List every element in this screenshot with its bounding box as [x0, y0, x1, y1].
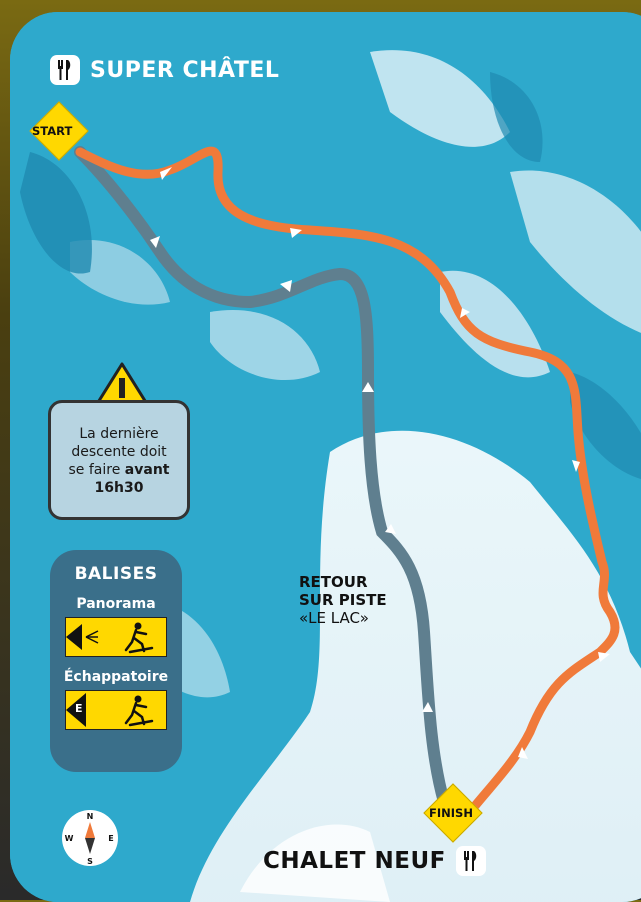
- warning-line3-pre: se faire: [68, 462, 125, 478]
- warning-time: 16h30: [94, 480, 144, 496]
- compass-n: N: [87, 812, 94, 821]
- compass-s: S: [87, 857, 93, 866]
- warning-line4: 16h30: [51, 479, 187, 497]
- super-chatel-poi: SUPER CHÂTEL: [50, 55, 279, 85]
- start-label: START: [32, 124, 73, 138]
- super-chatel-title: SUPER CHÂTEL: [90, 57, 280, 83]
- balise-panorama-label: Panorama: [76, 596, 156, 612]
- route-label-line1: RETOUR: [299, 573, 368, 591]
- compass-e: E: [108, 834, 113, 843]
- balises-legend: BALISES Panorama Échappatoire E: [50, 550, 182, 772]
- warning-box: La dernière descente doit se faire avant…: [48, 400, 190, 520]
- map: SUPER CHÂTEL START FINISH La dernière de…: [10, 12, 641, 902]
- fork-knife-icon: [50, 55, 80, 85]
- route-label: RETOUR SUR PISTE «LE LAC»: [299, 573, 387, 627]
- route-label-line2: SUR PISTE: [299, 591, 387, 609]
- orange-route: [75, 146, 620, 817]
- chalet-neuf-title: CHALET NEUF: [263, 848, 446, 874]
- chalet-neuf-poi: CHALET NEUF: [263, 846, 486, 876]
- balises-title: BALISES: [74, 564, 158, 584]
- fork-knife-icon: [455, 846, 486, 876]
- route-label-line3: «LE LAC»: [299, 609, 369, 627]
- finish-label: FINISH: [429, 806, 473, 820]
- escape-sign-letter: E: [75, 702, 83, 715]
- compass-w: W: [65, 834, 74, 843]
- warning-line3-bold: avant: [124, 462, 170, 478]
- balise-echappatoire-label: Échappatoire: [63, 669, 169, 685]
- panorama-sign-icon: [65, 617, 167, 657]
- warning-line2: descente doit: [71, 444, 167, 460]
- warning-line1: La dernière: [79, 426, 159, 442]
- compass-icon: N S E W: [62, 810, 118, 866]
- escape-sign-icon: E: [65, 690, 167, 730]
- grey-route: [74, 146, 450, 808]
- warning-line3: se faire avant: [51, 461, 187, 479]
